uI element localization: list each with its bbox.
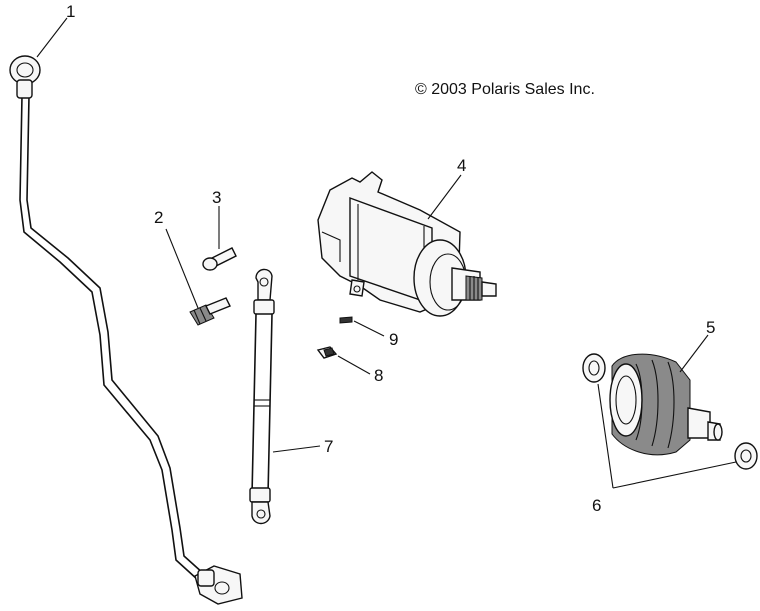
callout-3: 3 [212, 188, 221, 207]
bolt-part-3 [202, 247, 237, 271]
callout-2: 2 [154, 208, 163, 227]
callout-9: 9 [389, 330, 398, 349]
battery-cable [9, 55, 243, 605]
nut-part-8 [316, 346, 338, 359]
washer-right [734, 442, 758, 470]
callout-1: 1 [66, 2, 75, 21]
washer-left [582, 353, 606, 383]
screw-part-9 [339, 316, 353, 324]
ground-cable [249, 268, 275, 525]
starter-drive [609, 353, 723, 456]
copyright-text: © 2003 Polaris Sales Inc. [415, 81, 595, 98]
callout-6: 6 [592, 496, 601, 515]
nut-part-2 [189, 297, 231, 326]
callout-5: 5 [706, 318, 715, 337]
callout-7: 7 [324, 437, 333, 456]
callout-8: 8 [374, 366, 383, 385]
callout-4: 4 [457, 156, 466, 175]
leader-lines [36, 17, 737, 489]
starter-motor [317, 171, 497, 317]
